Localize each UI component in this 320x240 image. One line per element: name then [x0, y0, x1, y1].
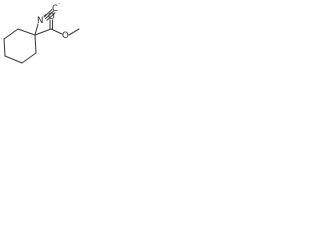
ring-bond — [3, 38, 6, 57]
ester-group: O O — [34, 12, 80, 41]
c-o-single-bond — [50, 28, 63, 35]
carbonyl-oxygen-atom: O — [48, 12, 55, 22]
ester-oxygen-atom: O — [62, 31, 69, 41]
ring-bond — [17, 28, 36, 36]
ring-bond — [21, 52, 37, 64]
o-methyl-bond — [68, 28, 80, 36]
molecule-diagram: N + C - O O — [3, 1, 80, 64]
nitrogen-atom: N — [37, 16, 43, 26]
ring-bond — [3, 28, 19, 40]
cyclohexane-ring — [3, 28, 37, 64]
n-c-triple-bond — [44, 10, 55, 20]
isocyanide-group: N + C - — [34, 1, 60, 36]
c-c-bond — [34, 28, 52, 36]
ring-bond — [4, 55, 23, 64]
ring-bond — [34, 34, 37, 54]
c-n-bond — [34, 23, 39, 36]
structure-canvas: N + C - O O — [0, 0, 92, 74]
n-c-triple-bond — [46, 12, 56, 21]
terminal-carbon-charge: - — [58, 1, 60, 7]
n-c-triple-bond — [43, 8, 53, 18]
terminal-carbon-atom: C — [52, 4, 58, 14]
